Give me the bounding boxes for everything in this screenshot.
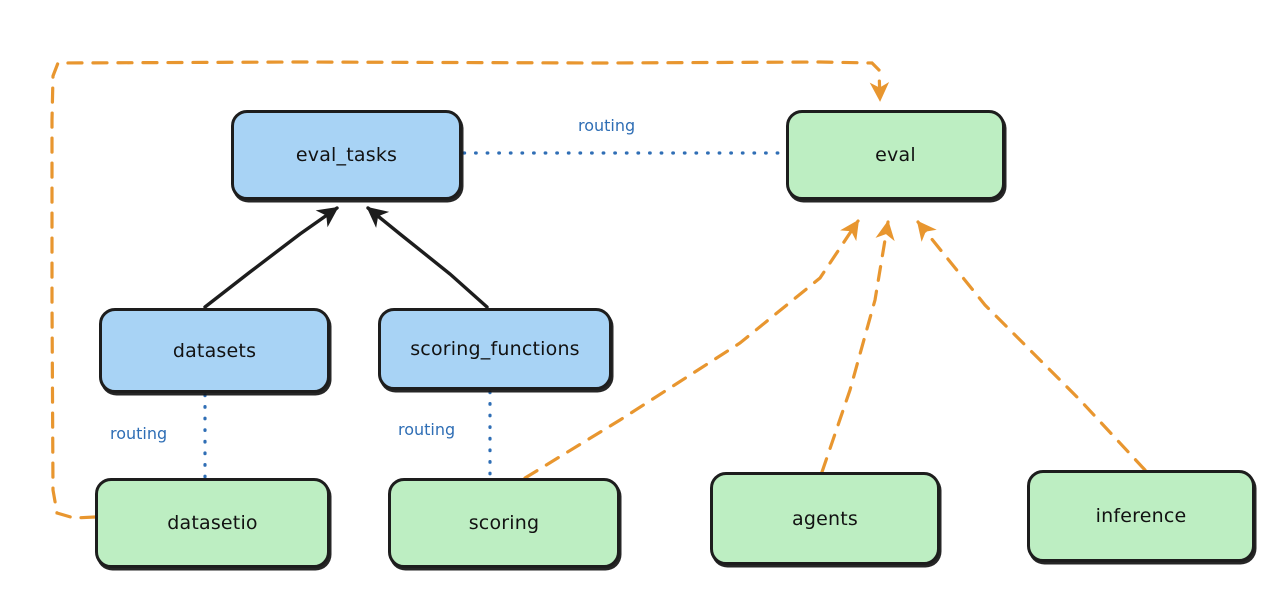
node-label: datasetio (167, 512, 258, 534)
edge-agents-eval (820, 220, 895, 474)
node-label: inference (1095, 505, 1187, 527)
node-datasets[interactable]: datasets (99, 308, 330, 393)
node-agents[interactable]: agents (710, 472, 940, 565)
edge-datasetio-eval (50, 60, 890, 520)
node-inference[interactable]: inference (1027, 470, 1255, 562)
node-label: scoring (468, 512, 540, 534)
node-scoring[interactable]: scoring (388, 478, 620, 568)
node-datasetio[interactable]: datasetio (95, 478, 330, 568)
node-label: scoring_functions (410, 338, 580, 360)
node-label: agents (792, 507, 858, 530)
edge-scoring_functions-eval_tasks (366, 206, 489, 309)
node-scoring-functions[interactable]: scoring_functions (378, 308, 612, 390)
edge-label-routing-datasetio: routing (110, 424, 168, 443)
node-label: datasets (172, 339, 257, 362)
node-label: eval_tasks (295, 144, 398, 166)
edge-datasets-eval_tasks (203, 206, 339, 309)
node-label: eval (875, 144, 916, 166)
edge-label-routing-eval: routing (578, 116, 636, 135)
node-eval[interactable]: eval (786, 110, 1005, 200)
node-eval-tasks[interactable]: eval_tasks (231, 110, 462, 200)
edge-label-routing-scoring: routing (398, 420, 456, 439)
edge-inference-eval (916, 220, 1147, 472)
